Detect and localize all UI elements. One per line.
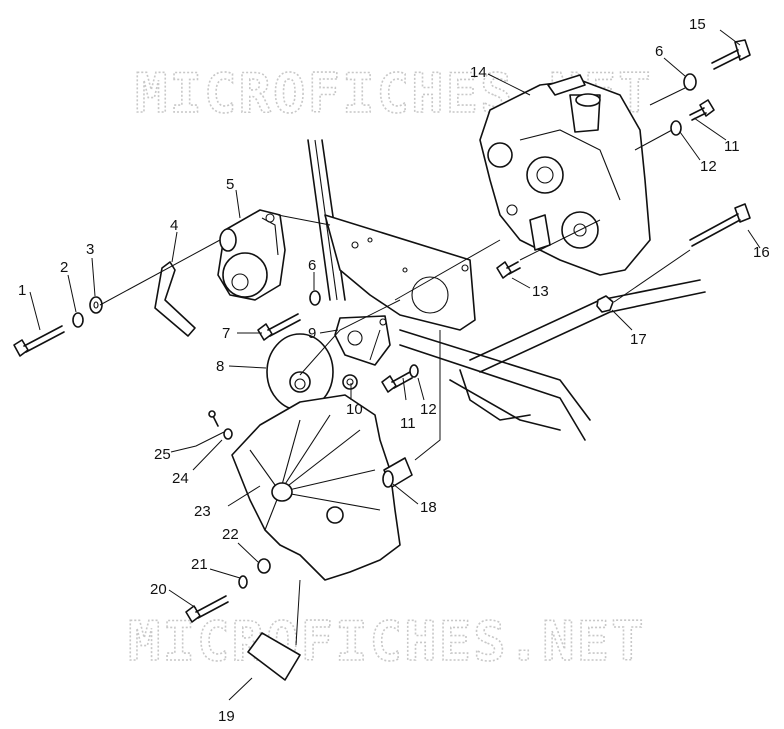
washer-part-12-upper — [670, 120, 682, 136]
nut-part-24 — [223, 428, 233, 440]
bolt-part-7 — [257, 313, 301, 341]
callout-20: 20 — [150, 581, 167, 598]
callout-11-upper: 11 — [724, 138, 740, 155]
cover-plate — [334, 315, 391, 366]
callout-leaders — [29, 29, 761, 701]
callout-7: 7 — [222, 325, 230, 342]
callout-23: 23 — [194, 503, 211, 520]
callout-6-top: 6 — [655, 43, 663, 60]
callout-11-lower: 11 — [400, 415, 416, 432]
callout-14: 14 — [470, 64, 487, 81]
pulley — [266, 333, 334, 411]
bracket — [154, 261, 196, 337]
assembly-lines — [99, 87, 691, 646]
bushing — [382, 457, 413, 488]
callout-8: 8 — [216, 358, 224, 375]
motor-assembly — [217, 209, 286, 301]
callout-25: 25 — [154, 446, 171, 463]
callout-5: 5 — [226, 176, 234, 193]
washer-part-21 — [238, 575, 248, 589]
callout-19: 19 — [218, 708, 235, 725]
washer-part-6-top — [683, 73, 697, 91]
washer-part-22 — [257, 558, 271, 574]
callout-24: 24 — [172, 470, 189, 487]
washer-part-2 — [72, 312, 84, 328]
washer-part-6 — [309, 290, 321, 306]
washer-part-12-lower — [409, 364, 419, 378]
warning-label — [247, 632, 301, 681]
belt-guard — [231, 394, 401, 581]
callout-13: 13 — [532, 283, 549, 300]
callout-3: 3 — [86, 241, 94, 258]
callout-17: 17 — [630, 331, 647, 348]
callout-1: 1 — [18, 282, 26, 299]
nut-part-10 — [342, 374, 358, 390]
bolt-part-16 — [689, 203, 751, 247]
bolt-part-11-upper — [689, 99, 715, 121]
nut-part-17 — [596, 295, 614, 313]
callout-18: 18 — [420, 499, 437, 516]
callout-9: 9 — [308, 325, 316, 342]
callout-4: 4 — [170, 217, 178, 234]
callout-6-middle: 6 — [308, 257, 316, 274]
bolt-part-11-lower — [381, 371, 413, 393]
washer-part-3 — [89, 296, 103, 314]
callout-2: 2 — [60, 259, 68, 276]
bolt-part-1 — [13, 325, 65, 357]
bolt-part-15 — [711, 39, 751, 70]
screw-part-25 — [208, 410, 219, 427]
gearcase-housing — [479, 74, 651, 276]
callout-15: 15 — [689, 16, 706, 33]
callout-10: 10 — [346, 401, 363, 418]
callout-21: 21 — [191, 556, 208, 573]
bolt-part-13 — [496, 261, 521, 279]
bolt-part-20 — [185, 595, 229, 623]
callout-12-upper: 12 — [700, 158, 717, 175]
callout-16: 16 — [753, 244, 770, 261]
mounting-plate — [324, 214, 476, 331]
callout-22: 22 — [222, 526, 239, 543]
watermark-bottom: MICROFICHES.NET — [128, 610, 646, 673]
callout-12-lower: 12 — [420, 401, 437, 418]
